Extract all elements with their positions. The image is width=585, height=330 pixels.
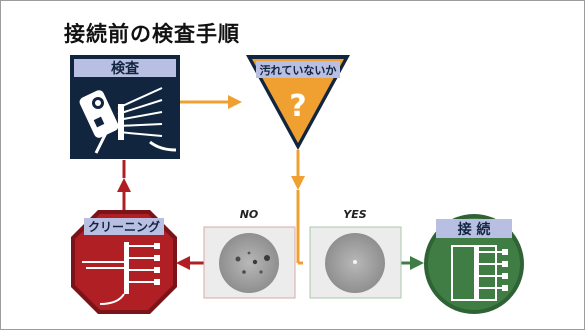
connect-node: 接 続 [424, 214, 524, 314]
dirty-fiber-image [203, 226, 296, 299]
svg-text:?: ? [289, 89, 306, 124]
question-label: 汚れていないか [260, 63, 337, 77]
connector-no-to-clean [176, 256, 204, 270]
connector-question-to-images [291, 150, 305, 265]
diagram-title: 接続前の検査手順 [64, 22, 240, 46]
visual-scope-icon [79, 87, 177, 154]
yes-branch-label: YES [343, 208, 366, 221]
question-mark-icon: ? [289, 89, 306, 124]
question-node: 汚れていないか ? [246, 55, 350, 150]
inspect-label: 検査 [111, 60, 140, 77]
connect-label: 接 続 [458, 221, 491, 238]
connector-fan-out-icon [82, 242, 160, 305]
clean-fiber-image [309, 226, 402, 299]
connector-yes-to-connect [401, 256, 424, 270]
connector-inspect-to-question [180, 95, 242, 109]
no-branch-label: NO [240, 208, 259, 221]
connector-fan-out-icon [451, 245, 508, 301]
clean-node: クリーニング [71, 210, 177, 314]
inspect-node: 検査 [70, 55, 180, 159]
connector-clean-to-inspect [117, 160, 131, 210]
clean-label: クリーニング [88, 219, 160, 234]
